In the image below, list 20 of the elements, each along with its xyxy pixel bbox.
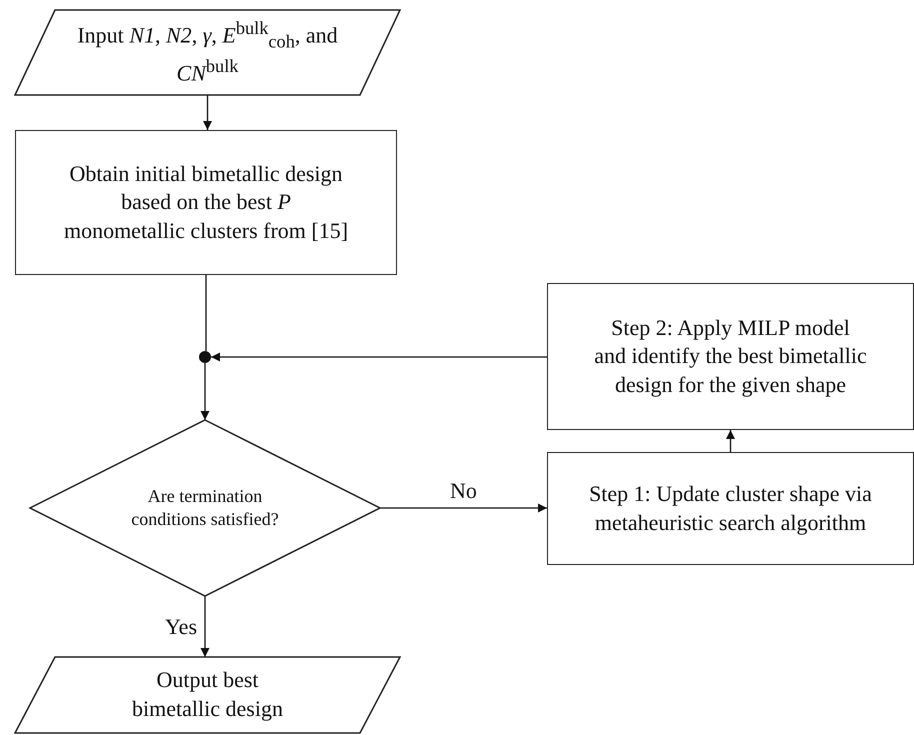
node-text: Are termination conditions satisfied? [130,484,280,531]
arrow [203,95,212,130]
process-box [547,452,914,565]
arrow [726,430,735,452]
arrow [200,596,210,657]
process-box [15,130,397,275]
node-text: Obtain initial bimetallic design based on the best P monometallic clusters from [15] [62,160,350,245]
arrow [380,504,547,512]
junction-dot [199,351,211,363]
node-text: Step 1: Update cluster shape via metaheuristic search algorithm [588,480,873,537]
io-parallelogram [15,657,400,733]
node-text: Step 2: Apply MILP model and identify the best bimetallic design for the given shape [593,314,868,399]
arrow [200,363,210,420]
node-text: Input N1, N2, γ, E$^{bulk}$$_{coh}$, and CN$^{bulk}$ [76,17,339,88]
decision-diamond [30,420,380,596]
node-text: Output best bimetallic design [131,666,284,723]
connector-line [205,275,207,351]
process-box [547,283,914,430]
arrow [211,352,547,362]
io-parallelogram [15,10,400,95]
